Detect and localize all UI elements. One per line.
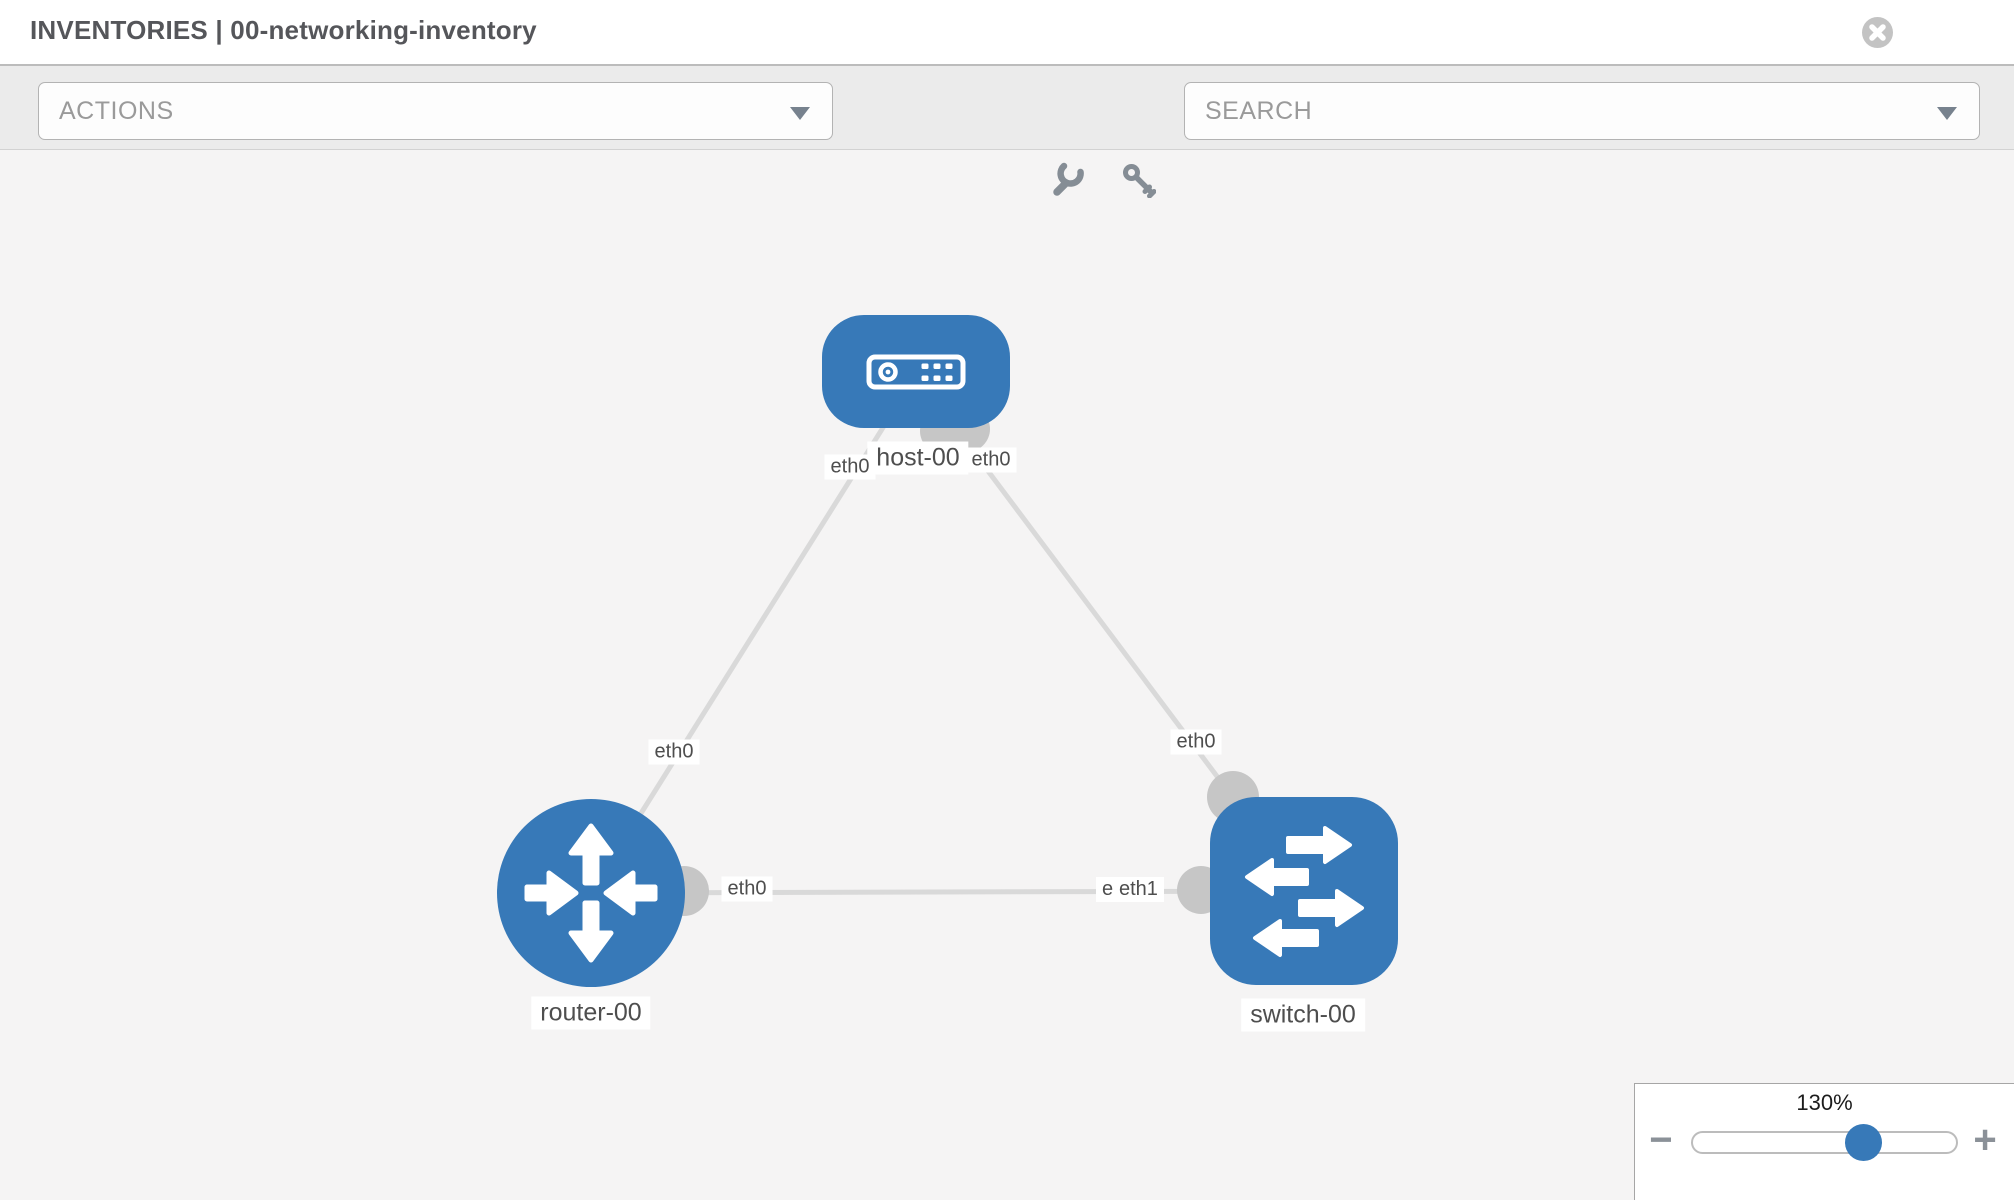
link-router-switch	[590, 888, 1304, 896]
router-icon	[524, 823, 658, 963]
node-router-00[interactable]	[497, 799, 685, 987]
interface-label-switch-eth1: eth1	[1113, 877, 1164, 902]
switch-icon	[1245, 826, 1364, 957]
interface-label-router-eth0-right: eth0	[721, 876, 773, 902]
interface-label-router-eth0-top: eth0	[648, 739, 700, 765]
key-icon[interactable]	[1120, 162, 1156, 198]
wrench-icon[interactable]	[1049, 162, 1085, 198]
interface-label-host-eth0-left: eth0	[824, 454, 876, 480]
actions-dropdown[interactable]: ACTIONS	[38, 82, 833, 140]
node-switch-00[interactable]	[1210, 797, 1398, 985]
node-label-router: router-00	[531, 996, 651, 1030]
zoom-control-panel: 130% − +	[1634, 1083, 2014, 1200]
zoom-out-button[interactable]: −	[1649, 1118, 1673, 1162]
search-dropdown[interactable]: SEARCH	[1184, 82, 1980, 140]
zoom-level-value: 130%	[1796, 1090, 1853, 1115]
interface-label-host-eth0-right: eth0	[965, 447, 1017, 473]
node-label-switch: switch-00	[1241, 998, 1365, 1032]
chevron-down-icon	[790, 107, 810, 120]
close-button[interactable]	[1862, 17, 1893, 48]
close-icon	[1869, 24, 1886, 41]
chevron-down-icon	[1937, 107, 1957, 120]
actions-dropdown-label: ACTIONS	[59, 97, 174, 125]
host-icon	[866, 354, 966, 390]
zoom-in-button[interactable]: +	[1973, 1118, 1997, 1162]
zoom-slider-handle[interactable]	[1845, 1124, 1882, 1161]
header: INVENTORIES | 00-networking-inventory	[0, 0, 2014, 66]
node-host-00[interactable]	[822, 315, 1010, 428]
toolbar: ACTIONS SEARCH	[0, 66, 2014, 198]
node-label-host: host-00	[867, 441, 969, 475]
page-title: INVENTORIES | 00-networking-inventory	[30, 15, 537, 45]
zoom-slider-track[interactable]	[1691, 1131, 1958, 1154]
search-placeholder: SEARCH	[1205, 97, 1313, 125]
interface-label-switch-eth0-top: eth0	[1170, 729, 1222, 755]
